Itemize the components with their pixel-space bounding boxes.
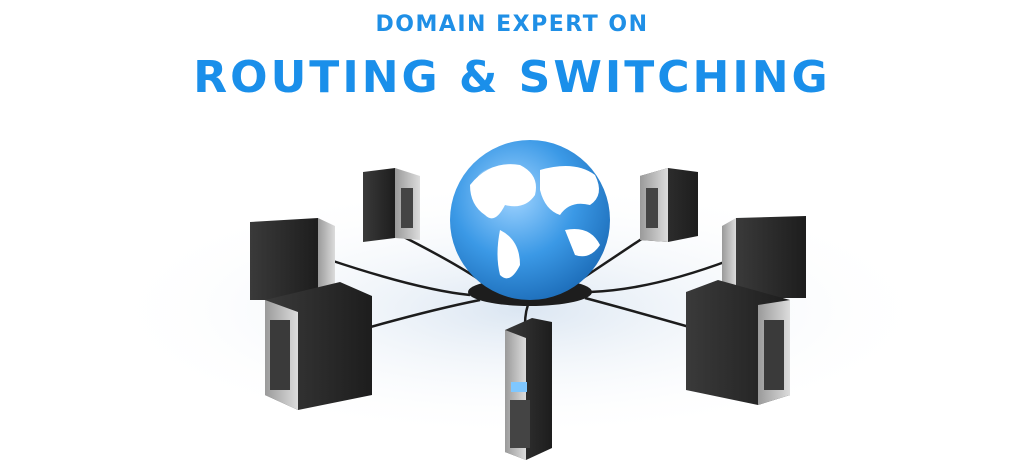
header-subtitle: DOMAIN EXPERT ON	[375, 12, 649, 37]
server-icon	[363, 168, 420, 242]
server-icon	[505, 318, 552, 460]
server-icon	[265, 282, 372, 410]
cable	[589, 258, 731, 294]
server-icon	[686, 280, 790, 405]
server-icon	[250, 218, 335, 300]
server-icon	[640, 168, 698, 242]
header-title: ROUTING & SWITCHING	[193, 52, 831, 103]
cable	[329, 258, 471, 297]
server-icon	[722, 216, 806, 298]
globe-icon	[450, 140, 610, 300]
cable	[359, 298, 481, 332]
cable	[584, 296, 701, 332]
